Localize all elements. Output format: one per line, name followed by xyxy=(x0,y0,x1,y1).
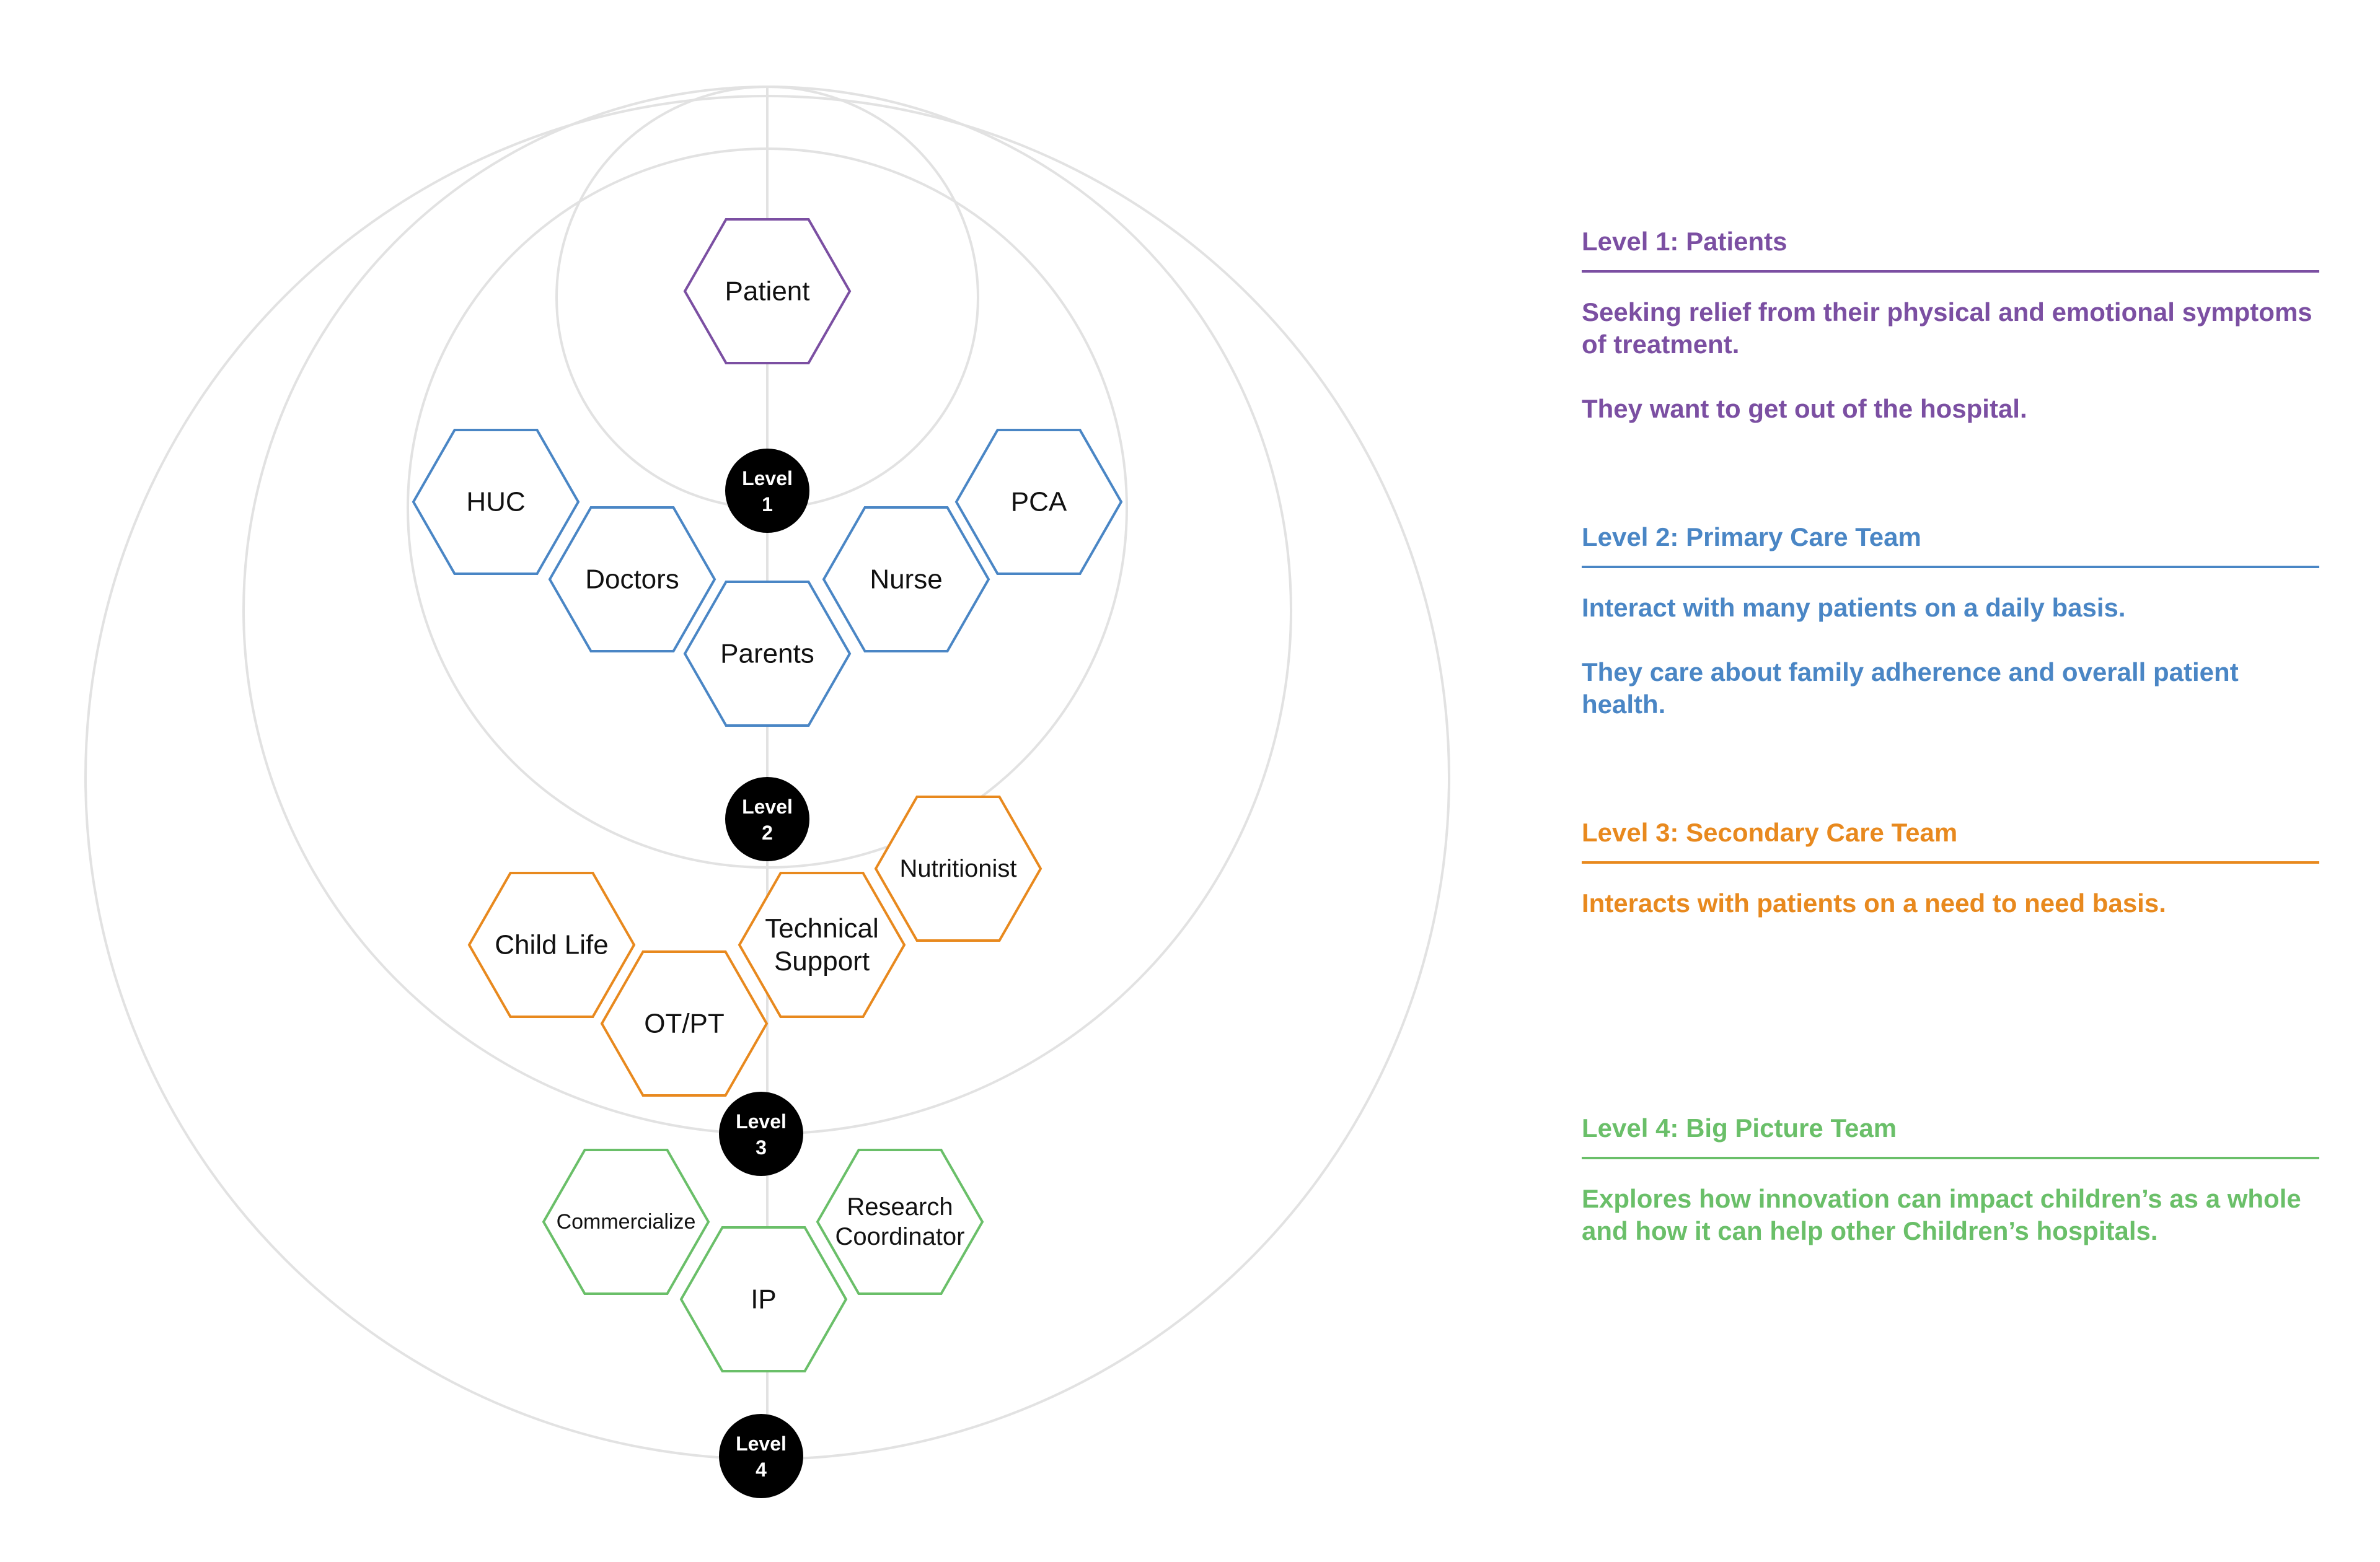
legend-level-2-title: Level 2: Primary Care Team xyxy=(1582,522,2319,568)
level-1-badge-circle xyxy=(725,449,809,533)
legend-level-4-title: Level 4: Big Picture Team xyxy=(1582,1113,2319,1159)
level-2-badge-label-2: 2 xyxy=(762,822,773,844)
hexagon-nutritionist-shape xyxy=(874,796,1042,942)
hexagon-patient-shape xyxy=(683,218,852,364)
hexagon-pca: PCA xyxy=(954,429,1123,575)
hexagon-ot-pt-label-1: OT/PT xyxy=(644,1009,725,1039)
hexagon-huc: HUC xyxy=(412,429,580,575)
hexagon-nurse-shape xyxy=(822,506,990,652)
level-1-badge: Level 1 xyxy=(725,449,809,533)
legend-level-2-text-1: Interact with many patients on a daily b… xyxy=(1582,593,2126,622)
hexagon-commercialize: Commercialize xyxy=(542,1149,710,1295)
hexagon-doctors-shape xyxy=(548,506,716,652)
hexagon-technical-support-shape xyxy=(738,872,906,1018)
level-4-badge: Level 4 xyxy=(719,1414,803,1498)
legend-level-3-text-1: Interacts with patients on a need to nee… xyxy=(1582,888,2166,918)
legend-level-3: Level 3: Secondary Care Team Interacts w… xyxy=(1582,818,2319,919)
level-3-badge-label-2: 3 xyxy=(756,1136,767,1159)
legend-level-1-text-1: Seeking relief from their physical and e… xyxy=(1582,297,2312,359)
level-1-badge-label-1: Level xyxy=(742,467,793,489)
hexagon-doctors-label-1: Doctors xyxy=(585,564,679,595)
legend-level-1: Level 1: Patients Seeking relief from th… xyxy=(1582,227,2319,425)
hexagon-patient: Patient xyxy=(683,218,852,364)
hexagon-technical-support-label-1: Technical xyxy=(765,913,878,944)
legend-level-4-text-1: Explores how innovation can impact child… xyxy=(1582,1184,2301,1245)
legend-level-2: Level 2: Primary Care Team Interact with… xyxy=(1582,522,2319,721)
hexagon-parents: Parents xyxy=(683,581,852,727)
hexagon-parents-label-1: Parents xyxy=(720,639,814,669)
legend-level-1-text-2: They want to get out of the hospital. xyxy=(1582,394,2027,423)
hexagon-commercialize-label-1: Commercialize xyxy=(557,1210,696,1234)
hexagon-child-life-shape xyxy=(467,872,636,1018)
legend-level-3-title: Level 3: Secondary Care Team xyxy=(1582,818,2319,864)
hexagon-nurse: Nurse xyxy=(822,506,990,652)
hexagon-research-coordinator-shape xyxy=(816,1149,984,1295)
hexagon-nutritionist-label-1: Nutritionist xyxy=(900,855,1017,882)
level-2-ring xyxy=(407,147,1128,869)
hexagon-ip-label-1: IP xyxy=(751,1284,777,1315)
hexagon-research-coordinator-label-1: Research xyxy=(847,1193,953,1221)
hexagon-huc-shape xyxy=(412,429,580,575)
legend-level-1-title: Level 1: Patients xyxy=(1582,227,2319,273)
hexagon-research-coordinator-label-2: Coordinator xyxy=(835,1223,964,1250)
hexagon-parents-shape xyxy=(683,581,852,727)
legend-level-2-text-2: They care about family adherence and ove… xyxy=(1582,657,2239,719)
hexagon-pca-shape xyxy=(954,429,1123,575)
hexagon-ot-pt: OT/PT xyxy=(600,950,769,1097)
hexagon-child-life-label-1: Child Life xyxy=(495,930,608,960)
hexagon-ot-pt-shape xyxy=(600,950,769,1097)
level-2-badge-circle xyxy=(725,777,809,861)
hexagon-child-life: Child Life xyxy=(467,872,636,1018)
level-3-badge-label-1: Level xyxy=(736,1110,787,1133)
hexagon-huc-label-1: HUC xyxy=(466,487,525,517)
legend-level-4: Level 4: Big Picture Team Explores how i… xyxy=(1582,1113,2319,1247)
hexagon-commercialize-shape xyxy=(542,1149,710,1295)
level-4-badge-circle xyxy=(719,1414,803,1498)
hexagon-nurse-label-1: Nurse xyxy=(870,564,942,595)
hexagon-patient-label-1: Patient xyxy=(725,276,810,307)
hexagon-pca-label-1: PCA xyxy=(1011,487,1067,517)
level-1-badge-label-2: 1 xyxy=(762,493,773,516)
level-2-badge-label-1: Level xyxy=(742,796,793,818)
hexagon-ip: IP xyxy=(679,1226,848,1372)
hexagon-doctors: Doctors xyxy=(548,506,716,652)
level-4-badge-label-2: 4 xyxy=(756,1459,767,1481)
level-4-badge-label-1: Level xyxy=(736,1433,787,1455)
hexagon-ip-shape xyxy=(679,1226,848,1372)
hexagon-technical-support-label-2: Support xyxy=(774,946,870,976)
level-2-badge: Level 2 xyxy=(725,777,809,861)
hexagon-nutritionist: Nutritionist xyxy=(874,796,1042,942)
level-3-badge-circle xyxy=(719,1092,803,1176)
level-3-badge: Level 3 xyxy=(719,1092,803,1176)
